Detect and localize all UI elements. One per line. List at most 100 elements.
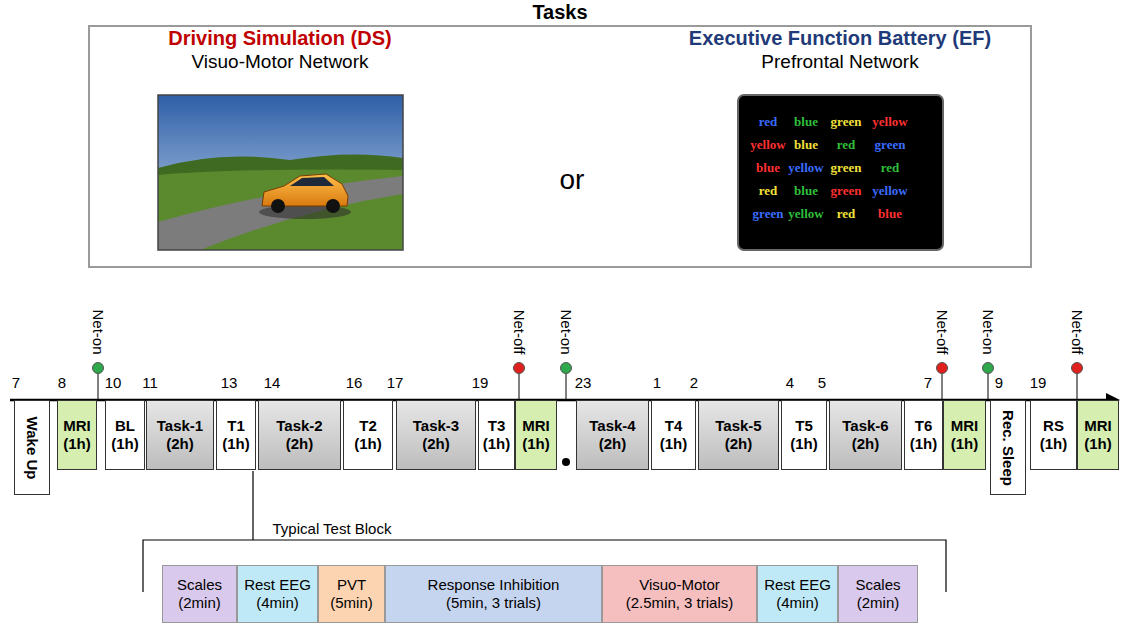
stroop-word: yellow bbox=[872, 115, 907, 130]
box-label: RS (1h) bbox=[1033, 417, 1074, 453]
box-label: Task-3 (2h) bbox=[399, 417, 473, 453]
task-box: Task-2 (2h) bbox=[258, 400, 341, 470]
stroop-word: yellow bbox=[750, 138, 785, 153]
box-label: Task-4 (2h) bbox=[579, 417, 646, 453]
scales-block: Scales (2min) bbox=[838, 565, 918, 623]
hour-label: 7 bbox=[924, 374, 932, 391]
stroop-word: red bbox=[837, 207, 856, 222]
event-box: Wake Up bbox=[14, 400, 50, 495]
task-box: Task-1 (2h) bbox=[146, 400, 214, 470]
test-box: T1 (1h) bbox=[216, 400, 256, 470]
box-label: Task-6 (2h) bbox=[832, 417, 899, 453]
grass bbox=[158, 170, 403, 250]
box-label: T6 (1h) bbox=[907, 417, 940, 453]
box-label: MRI (1h) bbox=[60, 417, 94, 453]
task-heading: Driving Simulation (DS) bbox=[168, 27, 391, 50]
box-label: MRI (1h) bbox=[946, 417, 983, 453]
box-label: T2 (1h) bbox=[346, 417, 390, 453]
test-box: T6 (1h) bbox=[904, 400, 943, 470]
hour-label: 4 bbox=[786, 374, 794, 391]
hills bbox=[158, 154, 403, 250]
box-label: T1 (1h) bbox=[219, 417, 253, 453]
hour-label: 11 bbox=[142, 374, 158, 391]
net-ticks bbox=[98, 368, 1077, 400]
box-label: T4 (1h) bbox=[654, 417, 693, 453]
box-label: PVT (5min) bbox=[321, 576, 382, 612]
test-box: RS (1h) bbox=[1030, 400, 1077, 470]
box-label: Visuo-Motor (2.5min, 3 trials) bbox=[615, 576, 745, 612]
test-box: T3 (1h) bbox=[478, 400, 515, 470]
stroop-word: red bbox=[837, 138, 856, 153]
eeg-block: Rest EEG (4min) bbox=[237, 565, 318, 623]
box-label: Wake Up bbox=[23, 416, 41, 479]
task-heading: Executive Function Battery (EF) bbox=[689, 27, 991, 50]
net-marker-label: Net-off bbox=[1068, 310, 1085, 355]
or-word: or bbox=[560, 164, 585, 196]
scales-block: Scales (2min) bbox=[162, 565, 237, 623]
stroop-word: green bbox=[831, 115, 862, 130]
box-label: Task-2 (2h) bbox=[261, 417, 338, 453]
task-subheading: Prefrontal Network bbox=[761, 51, 918, 73]
stroop-word: blue bbox=[756, 161, 780, 176]
box-label: Task-5 (2h) bbox=[701, 417, 776, 453]
hour-label: 10 bbox=[105, 374, 122, 391]
mri-box: MRI (1h) bbox=[57, 400, 97, 470]
hour-label: 5 bbox=[818, 374, 826, 391]
visuomotor-block: Visuo-Motor (2.5min, 3 trials) bbox=[602, 565, 757, 623]
task-box: Task-5 (2h) bbox=[698, 400, 779, 470]
stroop-word: red bbox=[881, 161, 900, 176]
stroop-word: blue bbox=[878, 207, 902, 222]
stroop-word: red bbox=[759, 184, 778, 199]
pvt-block: PVT (5min) bbox=[318, 565, 385, 623]
task-subheading: Visuo-Motor Network bbox=[191, 51, 368, 73]
test-box: T2 (1h) bbox=[343, 400, 393, 470]
net-marker-label: Net-on bbox=[557, 309, 574, 354]
task-box: Task-6 (2h) bbox=[829, 400, 902, 470]
car-window bbox=[290, 177, 334, 186]
net-marker-label: Net-on bbox=[979, 309, 996, 354]
box-label: Scales (2min) bbox=[165, 576, 234, 612]
test-box: T5 (1h) bbox=[781, 400, 827, 470]
stroop-word: blue bbox=[794, 115, 818, 130]
stroop-word: yellow bbox=[872, 184, 907, 199]
box-label: T3 (1h) bbox=[481, 417, 512, 453]
image-border bbox=[158, 95, 403, 250]
box-label: Task-1 (2h) bbox=[149, 417, 211, 453]
car-wheel bbox=[326, 199, 340, 213]
net-dots bbox=[93, 363, 1083, 374]
net-marker-label: Net-off bbox=[510, 310, 527, 355]
task-box: Task-3 (2h) bbox=[396, 400, 476, 470]
block-caption: Typical Test Block bbox=[273, 520, 392, 537]
mri-box: MRI (1h) bbox=[943, 400, 986, 470]
mri-box: MRI (1h) bbox=[515, 400, 557, 470]
stroop-word: yellow bbox=[788, 161, 823, 176]
stroop-word: green bbox=[753, 207, 784, 222]
task-box: Task-4 (2h) bbox=[576, 400, 649, 470]
mri-box: MRI (1h) bbox=[1077, 400, 1119, 470]
hour-label: 7 bbox=[12, 374, 20, 391]
box-label: Response Inhibition (5min, 3 trials) bbox=[419, 576, 569, 612]
panel-title: Tasks bbox=[532, 0, 587, 24]
box-label: Rest EEG (4min) bbox=[240, 576, 315, 612]
car-illustration bbox=[158, 95, 403, 250]
box-label: Scales (2min) bbox=[841, 576, 915, 612]
stroop-word: blue bbox=[794, 184, 818, 199]
hour-label: 2 bbox=[690, 374, 698, 391]
net-marker-label: Net-on bbox=[89, 309, 106, 354]
hour-label: 23 bbox=[575, 374, 592, 391]
net-marker-label: Net-off bbox=[933, 310, 950, 355]
night-dot bbox=[562, 458, 570, 466]
stroop-word: red bbox=[759, 115, 778, 130]
stroop-word: green bbox=[831, 161, 862, 176]
hour-label: 8 bbox=[58, 374, 66, 391]
test-box: BL (1h) bbox=[105, 400, 145, 470]
test-box: T4 (1h) bbox=[651, 400, 696, 470]
hour-label: 19 bbox=[472, 374, 489, 391]
hour-label: 1 bbox=[653, 374, 661, 391]
hour-label: 19 bbox=[1030, 374, 1047, 391]
stroop-word: green bbox=[875, 138, 906, 153]
hour-label: 13 bbox=[221, 374, 238, 391]
sky bbox=[158, 95, 403, 250]
box-label: Rec. Sleep bbox=[999, 410, 1017, 486]
